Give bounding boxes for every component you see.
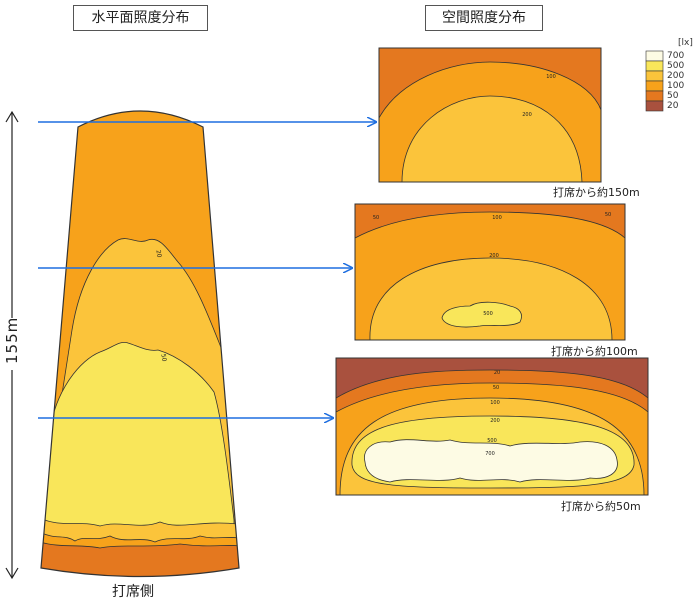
- legend-label-20: 20: [667, 101, 679, 111]
- panel-50-contour-500: 500: [487, 438, 497, 444]
- field-outline: [40, 110, 240, 578]
- spatial-panel-50m: 20 50 100 200 500 700: [335, 357, 649, 496]
- field-contour-label-20: 20: [154, 249, 162, 258]
- panel-100-contour-50-left: 50: [373, 215, 379, 221]
- legend-label-50: 50: [667, 91, 679, 101]
- section-arrows: [38, 122, 376, 418]
- panel-50-contour-20: 20: [494, 370, 500, 376]
- length-dimension: [4, 110, 20, 580]
- panel-50-contour-50: 50: [493, 385, 499, 391]
- panel-100-contour-500: 500: [483, 311, 493, 317]
- panel-50-contour-200: 200: [490, 418, 500, 424]
- panel-150-contour-200: 200: [522, 112, 532, 118]
- distance-label-150m: 打席から約150m: [553, 186, 640, 199]
- legend-label-100: 100: [667, 81, 685, 91]
- legend-label-500: 500: [667, 61, 685, 71]
- panel-150-contour-100: 100: [546, 74, 556, 80]
- legend-unit-label: [lx]: [678, 38, 693, 48]
- panel-50-contour-100: 100: [490, 400, 500, 406]
- length-label: 155m: [3, 316, 21, 364]
- distance-label-100m: 打席から約100m: [551, 345, 638, 358]
- panel-100-contour-50-right: 50: [605, 212, 611, 218]
- legend-swatches: [645, 50, 664, 112]
- distance-label-50m: 打席から約50m: [561, 500, 641, 513]
- field-plan: [41, 111, 239, 577]
- spatial-distribution-title: 空間照度分布: [425, 5, 543, 31]
- spatial-panel-150m: 100 200: [378, 47, 602, 183]
- panel-100-contour-100: 100: [492, 215, 502, 221]
- batting-side-label: 打席側: [112, 584, 154, 600]
- field-contour-label-50: 50: [159, 353, 167, 362]
- panel-100-contour-200: 200: [489, 253, 499, 259]
- legend-label-200: 200: [667, 71, 685, 81]
- spatial-panel-100m: 50 100 50 200 500: [354, 203, 626, 341]
- legend-label-700: 700: [667, 51, 685, 61]
- panel-50-contour-700: 700: [485, 451, 495, 457]
- horizontal-distribution-title: 水平面照度分布: [73, 5, 208, 31]
